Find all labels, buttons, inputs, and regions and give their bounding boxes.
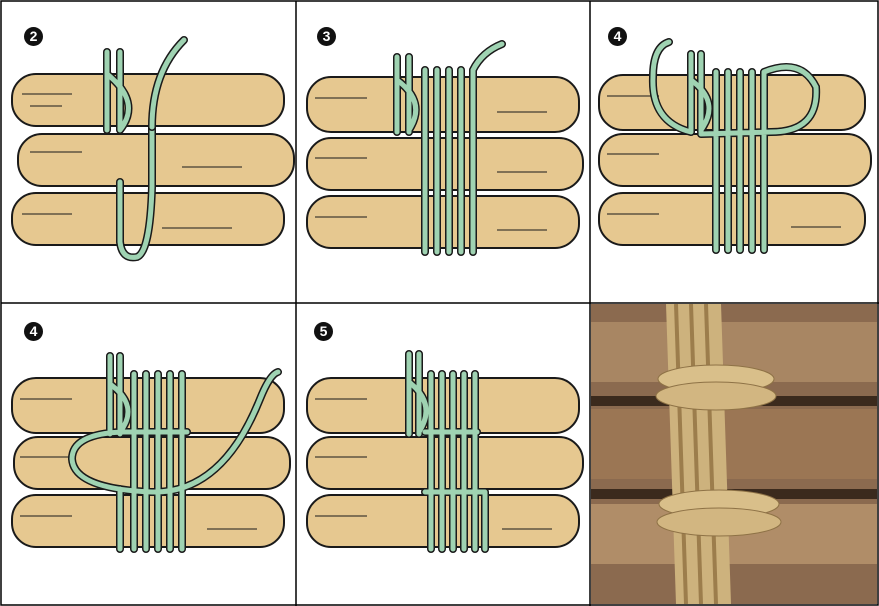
logs [599,75,871,245]
step-number-badge: 3 [317,27,336,46]
step-panel-4: 4 [2,304,295,604]
logs [12,378,290,547]
step-panel-3: 4 [591,2,877,302]
step-number-badge: 4 [24,322,43,341]
step-5-illustration [297,304,589,604]
step-panel-1: 2 [2,2,295,302]
lashing-photo [591,304,877,604]
step-3-illustration [297,2,589,302]
step-4b-illustration [2,304,295,604]
step-number-badge: 2 [24,27,43,46]
step-panel-2: 3 [297,2,589,302]
step-number-badge: 4 [608,27,627,46]
step-2-illustration [2,2,295,302]
step-panel-5: 5 [297,304,589,604]
photo-rope-lashing [591,304,877,604]
step-number-badge: 5 [314,322,333,341]
step-4-illustration [591,2,877,302]
